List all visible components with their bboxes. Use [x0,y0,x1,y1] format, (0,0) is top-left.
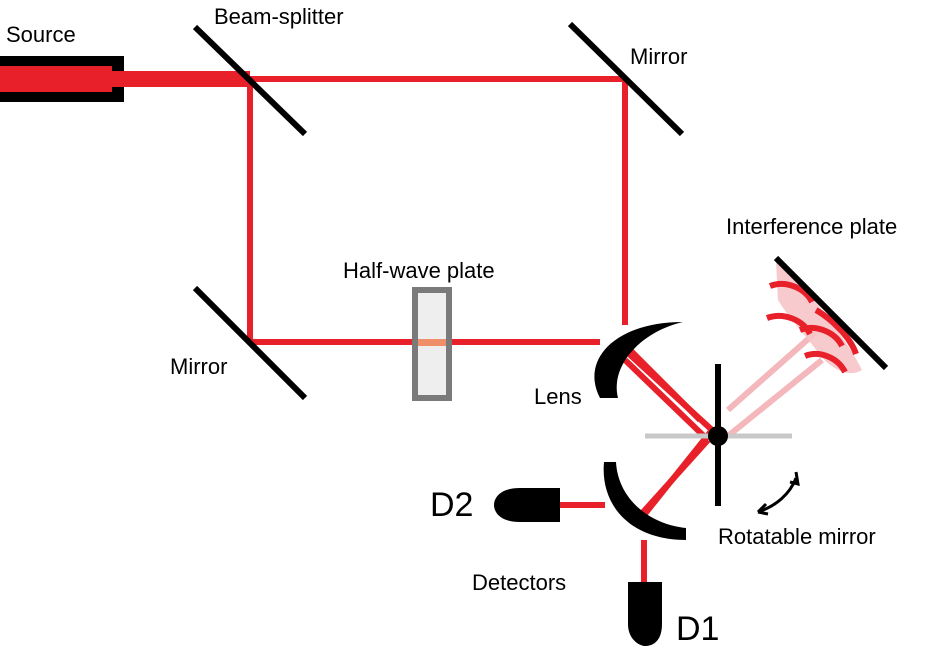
beam-splitter [192,24,308,137]
rotation-arrow-icon [756,471,800,516]
label-rotatable-mirror: Rotatable mirror [718,524,876,549]
label-mirror-left: Mirror [170,354,228,379]
label-source: Source [6,22,76,47]
lens-upper [594,322,683,398]
label-lens: Lens [534,384,582,409]
interference-plate [766,255,889,374]
label-mirror-top: Mirror [630,44,688,69]
laser-source [0,56,124,102]
label-beam-splitter: Beam-splitter [214,4,344,29]
half-wave-plate [412,287,452,401]
mirror-bottom-left [192,285,308,401]
label-d1: D1 [676,610,720,648]
detector-d1 [628,582,662,646]
faded-beams [726,330,824,439]
lens-lower [603,462,686,540]
mirror-top-right [567,21,685,137]
label-half-wave-plate: Half-wave plate [343,258,495,283]
label-interference-plate: Interference plate [726,214,898,239]
label-d2: D2 [430,486,474,524]
label-detectors: Detectors [472,570,567,595]
rotatable-mirror [708,364,728,506]
detector-d2 [494,488,560,522]
beam-path [112,71,715,582]
